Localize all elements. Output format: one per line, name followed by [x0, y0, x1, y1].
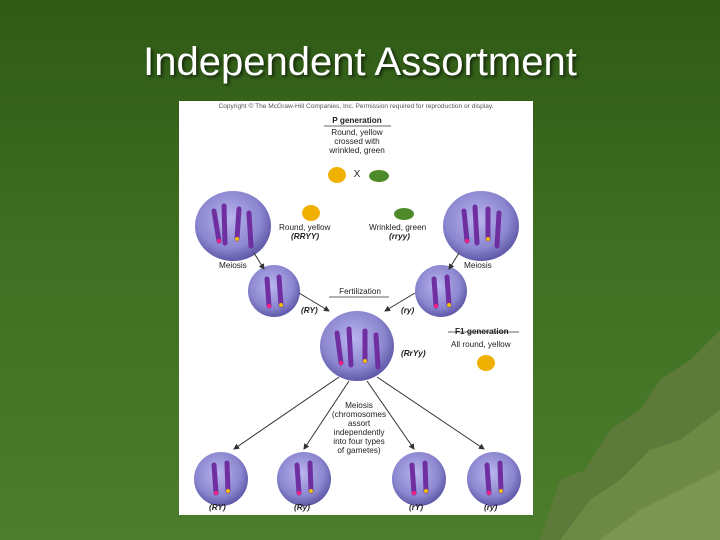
gamete-genotype-4: (ry)	[484, 503, 498, 512]
p-generation-line3: wrinkled, green	[329, 146, 385, 155]
right-parent-label: Wrinkled, green	[369, 223, 427, 232]
arrows	[233, 252, 485, 450]
meiosis2-line4: independently	[333, 428, 385, 437]
cell-parent-right	[443, 191, 519, 261]
right-parent-genotype: (rryy)	[389, 232, 410, 241]
cell-gamete-1	[194, 452, 248, 506]
cell-f1	[320, 311, 394, 381]
cross-symbol: X	[353, 169, 361, 180]
gamete-genotype-2: (Ry)	[294, 503, 310, 512]
cell-parent-left	[195, 191, 271, 261]
cell-gamete-left	[248, 265, 300, 317]
cell-gamete-2	[277, 452, 331, 506]
left-meiosis-label: Meiosis	[219, 261, 247, 270]
p-generation-line1: Round, yellow	[331, 128, 383, 137]
right-meiosis-label: Meiosis	[464, 261, 492, 270]
cell-gamete-3	[392, 452, 446, 506]
gamete-genotype-3: (rY)	[409, 503, 424, 512]
f1-generation-heading: F1 generation	[455, 327, 509, 336]
left-parent-genotype: (RRYY)	[291, 232, 320, 241]
gamete-genotype-1: (RY)	[209, 503, 226, 512]
cell-gamete-4	[467, 452, 521, 506]
gamete-left-genotype: (RY)	[301, 306, 318, 315]
meiosis2-line3: assort	[347, 419, 371, 428]
meiosis-figure: Copyright © The McGraw-Hill Companies, I…	[179, 101, 533, 515]
f1-generation-subtitle: All round, yellow	[451, 340, 511, 349]
cell-gamete-right	[415, 265, 467, 317]
p-generation-line2: crossed with	[334, 137, 380, 146]
fertilization-label: Fertilization	[339, 287, 381, 296]
pea-green-icon	[369, 170, 389, 182]
meiosis2-line2: (chromosomes	[331, 410, 387, 419]
left-parent-label: Round, yellow	[279, 223, 331, 232]
gamete-right-genotype: (ry)	[401, 306, 415, 315]
pea-green-icon	[394, 208, 414, 220]
slide-title: Independent Assortment	[143, 40, 577, 84]
p-generation-heading: P generation	[332, 116, 382, 125]
pea-yellow-icon	[328, 167, 346, 183]
pea-yellow-icon	[302, 205, 320, 221]
meiosis2-line6: of gametes)	[337, 446, 381, 455]
meiosis2-line5: into four types	[333, 437, 385, 446]
f1-genotype: (RrYy)	[401, 349, 426, 358]
copyright-notice: Copyright © The McGraw-Hill Companies, I…	[218, 103, 494, 110]
figure-graphics	[194, 125, 521, 506]
meiosis2-line1: Meiosis	[345, 401, 373, 410]
pea-yellow-icon	[477, 355, 495, 371]
